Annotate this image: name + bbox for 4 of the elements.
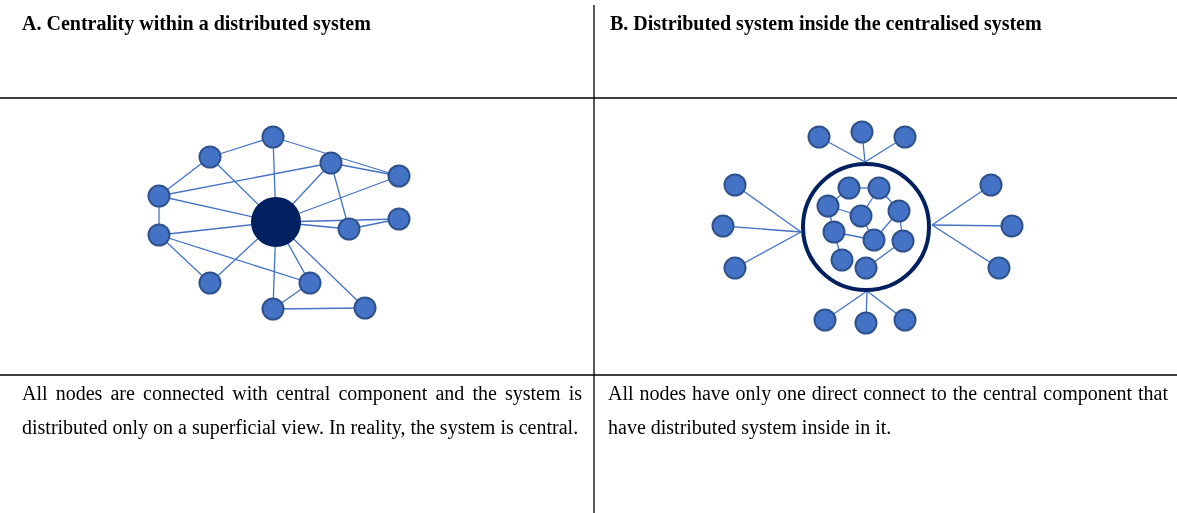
column-heading: A. Centrality within a distributed system <box>22 11 372 37</box>
description-text: All nodes have only one direct connect to the central component that have distributed system inside in it. <box>608 381 1168 441</box>
description-text: All nodes are connected with central component and the system is distributed only on a superficial view. In reality, the system is central. <box>22 381 582 441</box>
column-heading: B. Distributed system inside the centralised system <box>610 11 1043 37</box>
